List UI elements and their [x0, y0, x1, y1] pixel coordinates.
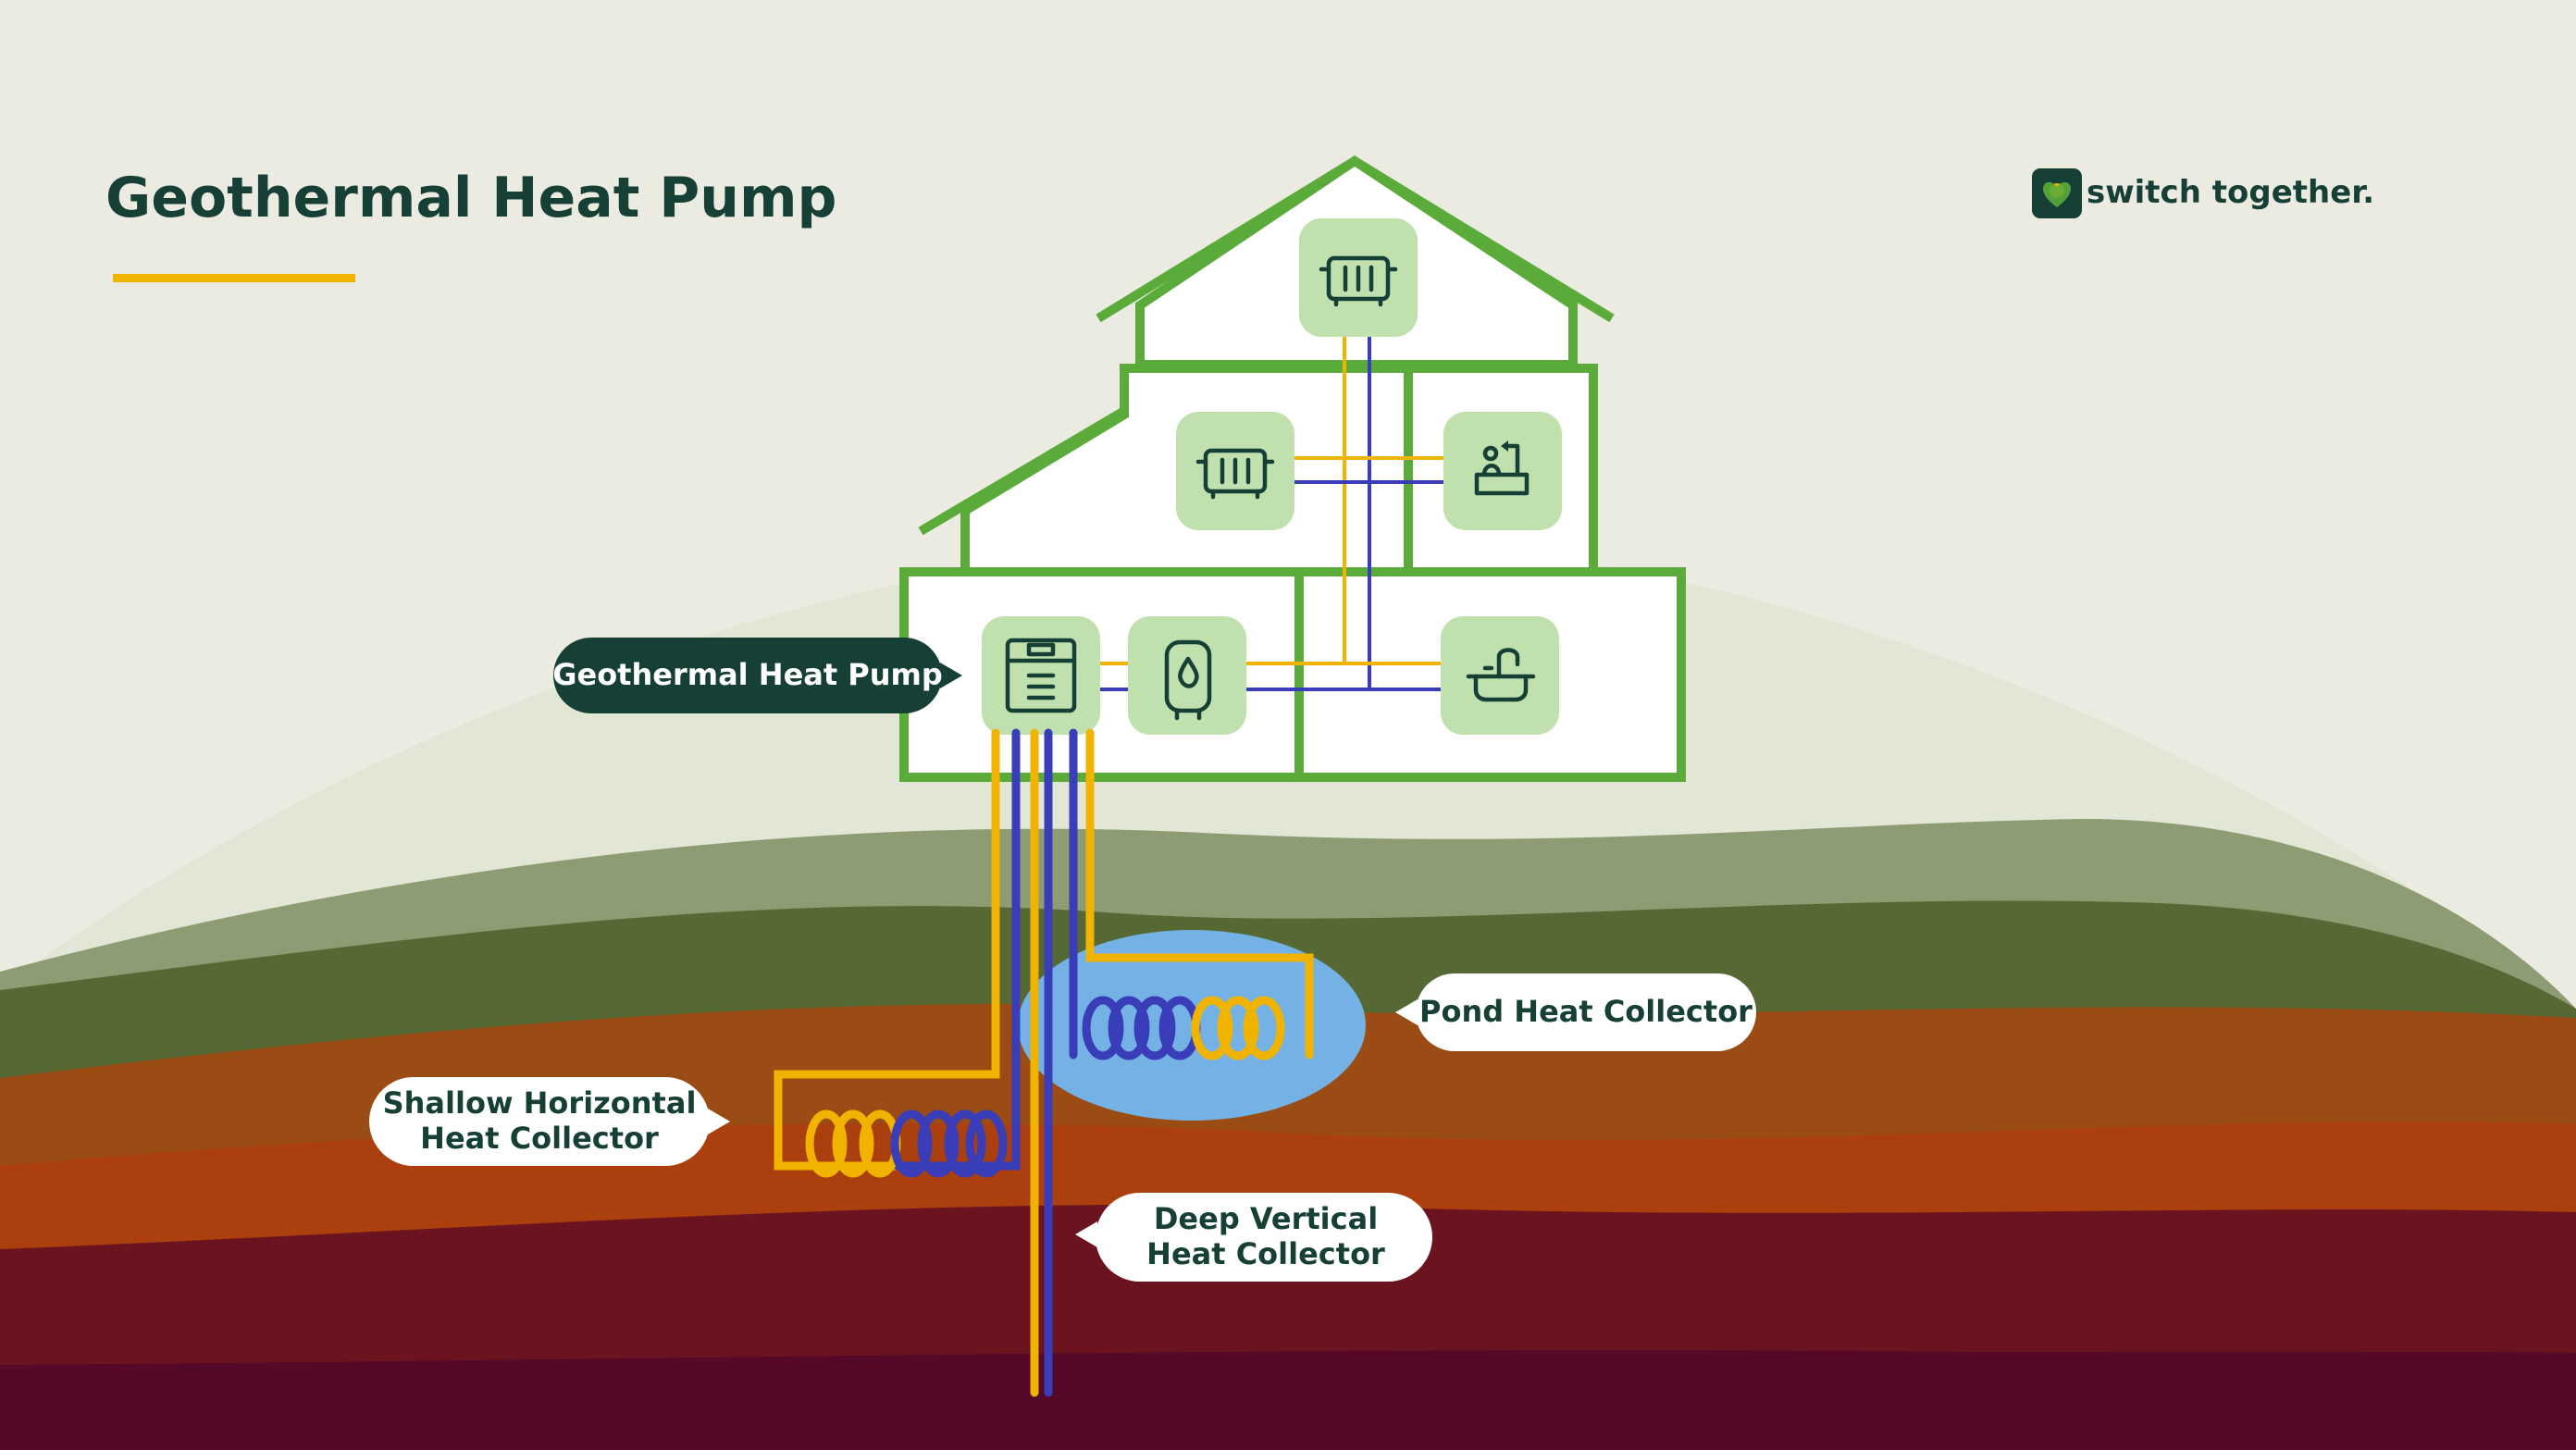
deep-callout: Deep Vertical Heat Collector [1075, 1193, 1432, 1282]
heart-sun-logo-icon [2032, 168, 2082, 218]
upper-radiator-tile [1176, 412, 1294, 530]
deep-callout-label-1: Deep Vertical [1154, 1201, 1378, 1236]
shallow-callout-label-2: Heat Collector [420, 1121, 659, 1156]
heat-pump-unit-icon [1005, 638, 1077, 713]
attic-radiator-tile [1299, 218, 1418, 337]
soil-deep [0, 1349, 2576, 1450]
shallow-coils-cold [890, 1109, 1008, 1178]
roof-eaves [1096, 155, 1615, 323]
pond-coils-warm [1191, 996, 1285, 1060]
water-heater-icon [1164, 639, 1212, 721]
brand-logo: switch together. [2032, 168, 2374, 218]
shallow-callout-label-1: Shallow Horizontal [383, 1085, 697, 1121]
pond-callout-label: Pond Heat Collector [1419, 994, 1752, 1029]
pond-warm-pipe [1085, 728, 1314, 1060]
bathroom-tile [1443, 412, 1562, 530]
heat-pump-tile [982, 616, 1100, 735]
title-underline [113, 274, 355, 282]
shallow-cold-pipe [893, 728, 1021, 1171]
kitchen-sink-tile [1441, 616, 1559, 735]
sink-faucet-icon [1466, 648, 1536, 702]
heat-pump-callout: Geothermal Heat Pump [552, 638, 962, 713]
bathtub-shower-icon [1474, 440, 1530, 496]
shallow-coils-warm [805, 1109, 901, 1178]
heat-pump-callout-label: Geothermal Heat Pump [552, 657, 943, 692]
shallow-callout: Shallow Horizontal Heat Collector [369, 1077, 730, 1166]
page-title: Geothermal Heat Pump [105, 166, 836, 230]
deep-callout-label-2: Heat Collector [1146, 1236, 1385, 1271]
upper-roof-eave [918, 406, 1127, 536]
ground-loops [774, 728, 1314, 1397]
pond-callout: Pond Heat Collector [1395, 973, 1756, 1051]
water-heater-tile [1128, 616, 1246, 735]
brand-name: switch together. [2087, 174, 2374, 211]
